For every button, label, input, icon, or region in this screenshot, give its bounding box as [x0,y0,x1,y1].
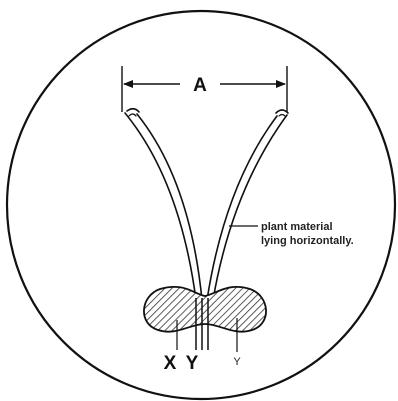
annotation-line-2: lying horizontally. [261,235,354,247]
annotation-line-1: plant material [261,221,333,233]
label-y-large: Y [186,353,199,374]
label-x: X [164,353,177,374]
field-of-view-circle [7,11,395,399]
width-label: A [193,75,207,96]
label-y-small: Y [233,356,241,368]
